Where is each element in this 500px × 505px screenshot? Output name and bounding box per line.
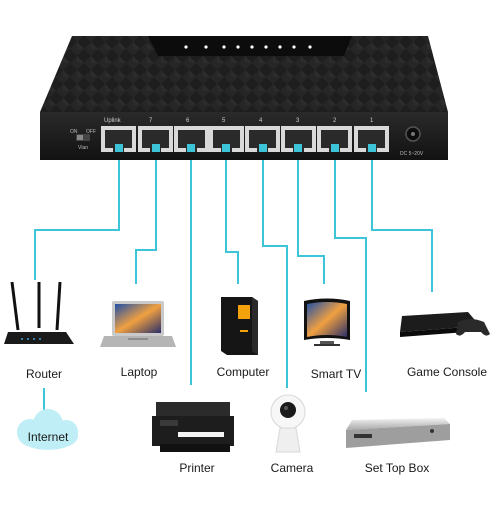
port-number-1: 1: [370, 118, 374, 124]
cable-port5-computer: [225, 150, 239, 284]
printer-icon: [152, 402, 234, 452]
set-top-box-icon: [346, 418, 450, 448]
port-number-2: 2: [333, 118, 337, 124]
port-number-4: 4: [259, 118, 263, 124]
switch-led-strip: [148, 36, 352, 56]
vlan-label: Vlan: [78, 145, 88, 151]
vlan-off-label: OFF: [86, 129, 96, 135]
internet-label: Internet: [27, 430, 69, 444]
laptop-label: Laptop: [120, 365, 158, 379]
game-console-icon: [400, 312, 490, 337]
security-camera-icon: [270, 394, 306, 453]
port-number-7: 7: [149, 118, 153, 124]
cables: [34, 150, 433, 412]
game-console-label: Game Console: [406, 365, 488, 379]
cable-port2-settopbox: [334, 150, 367, 392]
cable-port3-smarttv: [297, 150, 325, 284]
cable-port4-camera: [262, 150, 288, 388]
vlan-on-label: ON: [70, 129, 78, 135]
network-switch: ON OFF Vlan Uplink 7 6 5 4 3 2 1: [40, 36, 448, 160]
port-number-5: 5: [222, 118, 226, 124]
power-label: DC 5~20V: [400, 151, 424, 157]
camera-label: Camera: [270, 461, 314, 475]
switch-top-panel: [40, 36, 448, 112]
status-leds: [184, 45, 312, 49]
router-label: Router: [25, 367, 63, 381]
smart-tv-label: Smart TV: [310, 367, 362, 381]
laptop-icon: [100, 301, 176, 347]
uplink-label: Uplink: [104, 118, 122, 124]
cable-connectors: [115, 144, 376, 152]
computer-label: Computer: [216, 365, 270, 379]
wifi-router-icon: [4, 281, 74, 344]
ethernet-ports: [101, 126, 389, 152]
set-top-box-label: Set Top Box: [364, 461, 430, 475]
cable-port1-gameconsole: [371, 150, 433, 292]
computer-tower-icon: [221, 297, 258, 355]
cloud-icon: [17, 409, 78, 450]
printer-label: Printer: [179, 461, 215, 475]
port-number-6: 6: [186, 118, 190, 124]
port-number-3: 3: [296, 118, 300, 124]
cable-port7-laptop: [135, 150, 157, 284]
cable-uplink-router: [34, 150, 120, 280]
smart-tv-icon: [304, 298, 350, 346]
